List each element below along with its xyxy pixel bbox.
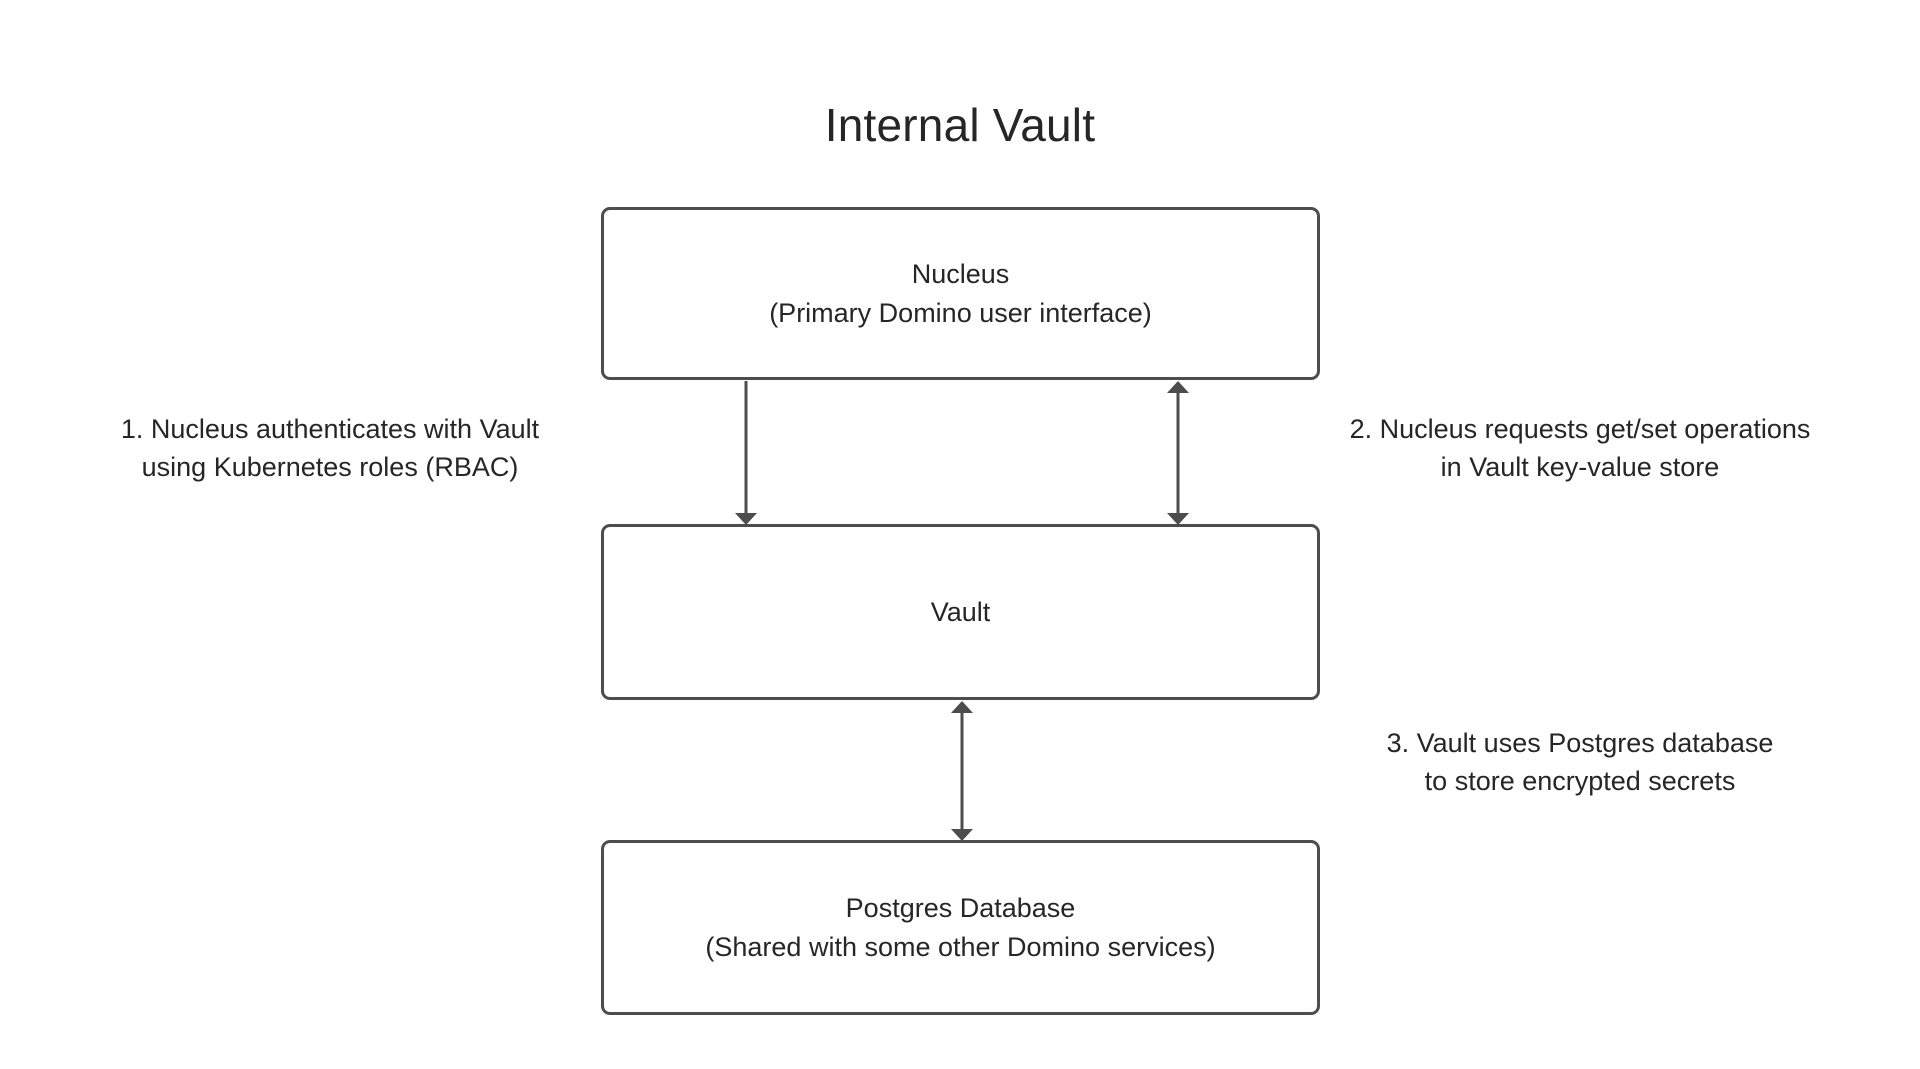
edge-nucleus-vault-bidirectional bbox=[1167, 381, 1189, 525]
node-vault[interactable]: Vault bbox=[601, 524, 1320, 700]
diagram-title: Internal Vault bbox=[824, 99, 1096, 151]
node-postgres-title: Postgres Database bbox=[845, 892, 1076, 923]
node-postgres[interactable]: Postgres Database (Shared with some othe… bbox=[601, 840, 1320, 1015]
node-nucleus-subtitle: (Primary Domino user interface) bbox=[769, 297, 1152, 328]
annotation-step-3-line-1: 3. Vault uses Postgres database bbox=[1386, 728, 1774, 758]
node-nucleus-title: Nucleus bbox=[911, 258, 1010, 289]
annotation-step-2: 2. Nucleus requests get/set operations i… bbox=[1290, 410, 1870, 486]
node-nucleus[interactable]: Nucleus (Primary Domino user interface) bbox=[601, 207, 1320, 380]
annotation-step-1-line-1: 1. Nucleus authenticates with Vault bbox=[120, 414, 540, 444]
annotation-step-2-line-1: 2. Nucleus requests get/set operations bbox=[1349, 414, 1811, 444]
annotation-step-2-line-2: in Vault key-value store bbox=[1440, 452, 1720, 482]
annotation-step-3-line-2: to store encrypted secrets bbox=[1424, 766, 1736, 796]
node-postgres-subtitle: (Shared with some other Domino services) bbox=[705, 931, 1216, 962]
annotation-step-3: 3. Vault uses Postgres database to store… bbox=[1320, 724, 1840, 800]
annotation-step-1-line-2: using Kubernetes roles (RBAC) bbox=[141, 452, 519, 482]
annotation-step-1: 1. Nucleus authenticates with Vault usin… bbox=[60, 410, 600, 486]
node-vault-title: Vault bbox=[930, 596, 991, 627]
edge-vault-postgres-bidirectional bbox=[951, 701, 973, 841]
edge-nucleus-to-vault bbox=[735, 381, 757, 525]
